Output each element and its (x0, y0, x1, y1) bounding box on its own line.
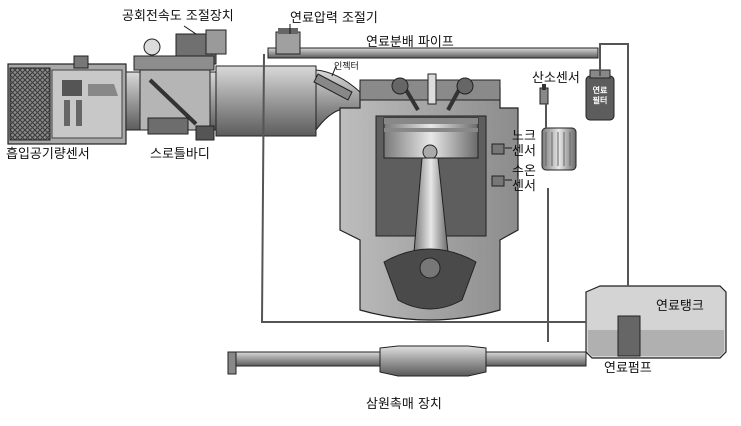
label-knock-sensor-2: 센서 (512, 145, 536, 159)
label-coolant-sensor-1: 수온 (512, 165, 536, 179)
air-flow-sensor-assembly (8, 56, 126, 144)
knock-sensor (492, 144, 504, 154)
label-throttle-body: 스로틀바디 (150, 148, 210, 162)
label-fuel-filter-1: 연료 (588, 86, 612, 95)
label-catalytic-converter: 삼원촉매 장치 (366, 398, 442, 412)
exhaust-canister (542, 128, 576, 170)
engine-block (340, 74, 518, 320)
label-fuel-tank: 연료탱크 (656, 300, 704, 314)
idle-speed-control (134, 30, 226, 70)
label-coolant-sensor-2: 센서 (512, 180, 536, 194)
label-injector: 인젝터 (334, 62, 359, 72)
label-fuel-pump: 연료펌프 (604, 362, 652, 376)
catalytic-converter (228, 346, 586, 376)
label-air-flow-sensor: 흡입공기량센서 (6, 148, 90, 162)
label-oxygen-sensor: 산소센서 (532, 72, 580, 86)
label-knock-sensor-1: 노크 (512, 130, 536, 144)
coolant-sensor (492, 176, 504, 186)
label-fuel-filter-2: 필터 (588, 96, 612, 105)
label-idle-speed-control: 공회전속도 조절장치 (122, 10, 234, 24)
label-fuel-rail: 연료분배 파이프 (366, 36, 454, 50)
oxygen-sensor (540, 84, 548, 104)
fuel-tank (586, 286, 726, 358)
throttle-body (140, 70, 214, 140)
fuel-filter (586, 70, 614, 120)
label-fuel-pressure-regulator: 연료압력 조절기 (290, 12, 378, 26)
